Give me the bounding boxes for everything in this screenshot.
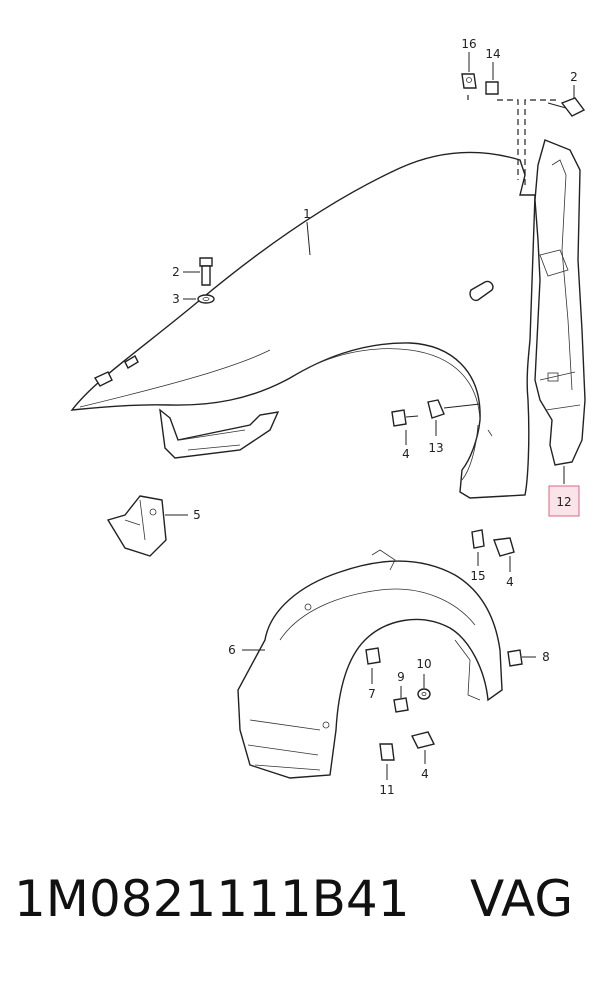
brand-name: VAG	[470, 870, 574, 928]
assembly-guide-line	[467, 95, 519, 180]
callout-4-upper: 4	[402, 447, 410, 461]
callout-3: 3	[172, 292, 180, 306]
callout-8: 8	[542, 650, 550, 664]
callout-9: 9	[397, 670, 405, 684]
clip-7	[365, 647, 381, 684]
highlight-box	[548, 485, 580, 517]
nut-14	[485, 62, 499, 95]
callout-4-lower: 4	[421, 767, 429, 781]
callout-14: 14	[485, 47, 500, 61]
nut-11	[379, 743, 395, 780]
callout-6: 6	[228, 643, 236, 657]
callout-2-left: 2	[172, 265, 180, 279]
bracket-5	[106, 495, 188, 557]
screw-4-upper	[391, 409, 419, 445]
mounting-bracket-12	[534, 139, 586, 466]
callout-11: 11	[379, 783, 394, 797]
callout-15: 15	[470, 569, 485, 583]
assembly-guide-line	[524, 99, 560, 185]
callout-2-top: 2	[570, 70, 578, 84]
callout-4-right: 4	[506, 575, 514, 589]
exploded-parts-diagram: 16 14 2 1 2 3 4 13 12 5 15 4 6 8 9 10 7 …	[70, 37, 586, 797]
bolt-2-top	[547, 85, 586, 117]
wheel-housing-liner	[237, 549, 503, 779]
washer-3	[183, 294, 215, 304]
bolt-2-left	[183, 257, 213, 286]
callout-10: 10	[416, 657, 431, 671]
callout-5: 5	[193, 508, 201, 522]
callout-16: 16	[461, 37, 476, 51]
leader-line-1	[306, 221, 311, 256]
part-number: 1M0821111B41	[14, 870, 410, 928]
callout-12: 12	[556, 495, 571, 509]
nut-clip-16	[461, 52, 477, 89]
callout-13: 13	[428, 441, 443, 455]
washer-10	[417, 674, 431, 700]
screw-9	[393, 686, 409, 713]
bolt-4-right	[493, 537, 515, 572]
bolt-4-lower	[410, 731, 436, 764]
clip-13	[427, 399, 481, 436]
callout-7: 7	[368, 687, 376, 701]
clip-15	[471, 529, 485, 566]
fender-panel	[70, 151, 536, 499]
clip-8	[507, 649, 536, 667]
callout-1: 1	[303, 207, 311, 221]
